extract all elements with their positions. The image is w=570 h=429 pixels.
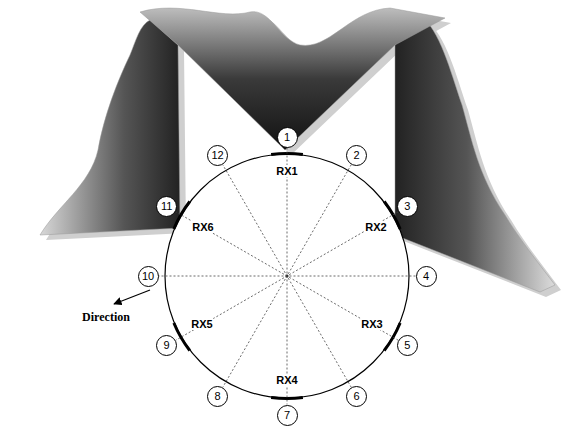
- position-number: 7: [277, 405, 298, 426]
- position-number: 8: [207, 386, 228, 407]
- position-number: 12: [207, 145, 228, 166]
- position-circle: 3: [397, 196, 418, 217]
- position-circle: 2: [346, 145, 367, 166]
- receiver-label: RX4: [275, 374, 298, 386]
- receiver-label: RX5: [190, 318, 213, 330]
- position-number: 1: [277, 127, 298, 148]
- position-number: 2: [346, 145, 367, 166]
- position-number: 3: [397, 196, 418, 217]
- position-circle: 6: [346, 386, 367, 407]
- position-circle: 12: [207, 145, 228, 166]
- position-number: 9: [156, 335, 177, 356]
- position-number: 5: [397, 335, 418, 356]
- right-slope: [395, 15, 555, 292]
- receiver-label: RX6: [191, 221, 214, 233]
- position-circle: 4: [416, 266, 437, 287]
- left-slope: [40, 20, 180, 235]
- receiver-label: RX3: [360, 318, 383, 330]
- receiver-label: RX2: [364, 221, 387, 233]
- position-circle: 7: [277, 405, 298, 426]
- position-circle: 9: [156, 335, 177, 356]
- position-circle: 11: [156, 196, 177, 217]
- position-circle: 1: [277, 127, 298, 148]
- direction-label: Direction: [81, 311, 131, 324]
- diameter-line: [223, 165, 352, 388]
- position-number: 6: [346, 386, 367, 407]
- valley-slope: [140, 8, 445, 150]
- receiver-label: RX1: [275, 165, 298, 177]
- position-circle: 10: [138, 266, 159, 287]
- position-circle: 5: [397, 335, 418, 356]
- direction-arrow: [114, 290, 150, 304]
- position-number: 10: [138, 266, 159, 287]
- position-number: 4: [416, 266, 437, 287]
- position-circle: 8: [207, 386, 228, 407]
- position-number: 11: [156, 196, 177, 217]
